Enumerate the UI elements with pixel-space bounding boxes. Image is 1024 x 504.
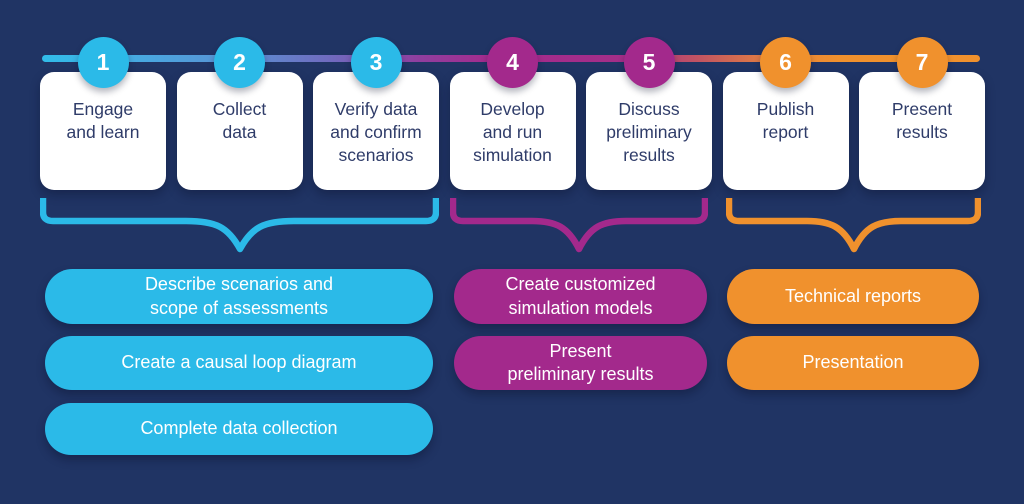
bracket-path: [40, 198, 439, 253]
step-card-1: Engage and learn: [40, 72, 166, 190]
step-marker-2: 2: [214, 37, 265, 88]
step-card-3: Verify data and confirm scenarios: [313, 72, 439, 190]
pill-label: Technical reports: [784, 285, 922, 306]
step-card-7: Present results: [859, 72, 985, 190]
step-card-2: Collect data: [176, 72, 303, 190]
pill-causal-loop-diagram: Create a causal loop diagram: [45, 336, 433, 390]
step-number: 6: [779, 49, 792, 75]
pill-simulation-models: Create customized simulation models: [454, 269, 707, 324]
step-marker-7: 7: [896, 37, 948, 88]
pill-describe-scenarios: Describe scenarios and scope of assessme…: [45, 269, 433, 324]
pill-label: Create customized simulation models: [505, 274, 656, 318]
step-card-label: Discuss preliminary results: [606, 99, 692, 166]
step-card-4: Develop and run simulation: [449, 72, 576, 190]
step-card-label: Engage and learn: [66, 99, 140, 143]
step-number: 7: [915, 49, 929, 75]
pill-preliminary-results: Present preliminary results: [454, 336, 707, 390]
bracket-steps-6-7: [726, 198, 981, 253]
step-marker-1: 1: [77, 37, 129, 88]
pill-label: Presentation: [802, 352, 904, 373]
step-number: 1: [96, 49, 110, 75]
bracket-path: [450, 198, 708, 253]
step-card-label: Develop and run simulation: [473, 99, 552, 166]
pill-label: Create a causal loop diagram: [121, 352, 357, 373]
pill-technical-reports: Technical reports: [727, 269, 979, 324]
step-number: 3: [369, 49, 383, 75]
pill-presentation: Presentation: [727, 336, 979, 390]
step-card-label: Publish report: [756, 99, 815, 143]
bracket-path: [726, 198, 981, 253]
bracket-steps-4-5: [450, 198, 708, 253]
step-marker-6: 6: [760, 37, 811, 88]
bracket-steps-1-3: [40, 198, 439, 253]
pill-label: Describe scenarios and scope of assessme…: [144, 274, 334, 318]
step-marker-3: 3: [350, 37, 402, 88]
pill-data-collection: Complete data collection: [45, 403, 433, 455]
step-number: 5: [642, 49, 656, 75]
step-card-5: Discuss preliminary results: [586, 72, 712, 190]
step-card-6: Publish report: [722, 72, 849, 190]
pill-label: Complete data collection: [140, 418, 338, 439]
step-marker-4: 4: [487, 37, 538, 88]
step-card-label: Present results: [891, 99, 953, 143]
step-marker-5: 5: [623, 37, 675, 88]
step-card-label: Verify data and confirm scenarios: [330, 99, 422, 166]
step-number: 4: [506, 49, 519, 75]
pill-label: Present preliminary results: [507, 340, 654, 384]
step-number: 2: [233, 49, 246, 75]
step-card-label: Collect data: [212, 99, 267, 143]
